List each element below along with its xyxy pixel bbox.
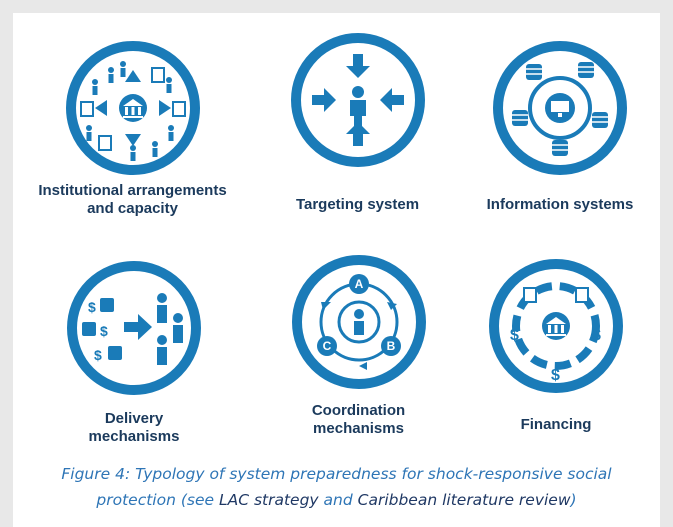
caption-line1: Figure 4: Typology of system preparednes… xyxy=(61,465,612,483)
coordination-icon: A C B xyxy=(291,255,426,389)
financing-label: Financing xyxy=(476,416,636,434)
delivery-label-line2: mechanisms xyxy=(88,428,180,445)
information-icon xyxy=(493,41,627,175)
financing-label-line1: Financing xyxy=(520,416,592,433)
caption-suffix: ) xyxy=(570,491,577,509)
svg-text:$: $ xyxy=(592,327,601,344)
svg-text:$: $ xyxy=(88,299,96,315)
caption-and: and xyxy=(318,491,358,509)
information-systems-item: Information systems xyxy=(460,40,660,214)
svg-text:$: $ xyxy=(510,327,519,344)
delivery-icon: $ $ $ xyxy=(67,261,201,395)
information-label: Information systems xyxy=(460,196,660,214)
coordination-letter-b: B xyxy=(386,339,395,353)
targeting-system-item: Targeting system xyxy=(265,32,450,214)
targeting-label-line1: Targeting system xyxy=(295,196,420,213)
coordination-label-line2: mechanisms xyxy=(313,420,404,437)
coordination-label: Coordination mechanisms xyxy=(281,402,436,438)
financing-icon: $ $ $ xyxy=(489,259,623,393)
information-label-line1: Information systems xyxy=(486,196,634,213)
institutional-label-line2: and capacity xyxy=(87,200,178,217)
caribbean-literature-review-link[interactable]: Caribbean literature review xyxy=(357,491,571,509)
caption-line2: protection (see LAC strategy and Caribbe… xyxy=(0,487,673,513)
financing-item: $ $ $ Financing xyxy=(476,258,636,434)
institutional-arrangements-item: Institutional arrangements and capacity xyxy=(30,40,235,218)
caption-prefix: protection (see xyxy=(96,491,219,509)
lac-strategy-link[interactable]: LAC strategy xyxy=(218,491,319,509)
institutional-icon xyxy=(65,41,200,175)
figure-caption: Figure 4: Typology of system preparednes… xyxy=(0,461,673,513)
coordination-label-line1: Coordination xyxy=(311,402,406,419)
coordination-mechanisms-item: A C B Coordination mechanisms xyxy=(281,254,436,438)
svg-text:$: $ xyxy=(100,323,108,339)
targeting-icon xyxy=(290,33,425,167)
delivery-mechanisms-item: $ $ $ Delivery mechanisms xyxy=(60,260,208,446)
coordination-letter-a: A xyxy=(354,277,363,291)
delivery-label: Delivery mechanisms xyxy=(60,410,208,446)
coordination-letter-c: C xyxy=(322,339,331,353)
delivery-label-line1: Delivery xyxy=(104,410,164,427)
institutional-label: Institutional arrangements and capacity xyxy=(30,182,235,218)
institutional-label-line1: Institutional arrangements xyxy=(38,182,227,199)
svg-text:$: $ xyxy=(551,367,560,384)
targeting-label: Targeting system xyxy=(265,196,450,214)
svg-text:$: $ xyxy=(94,347,102,363)
